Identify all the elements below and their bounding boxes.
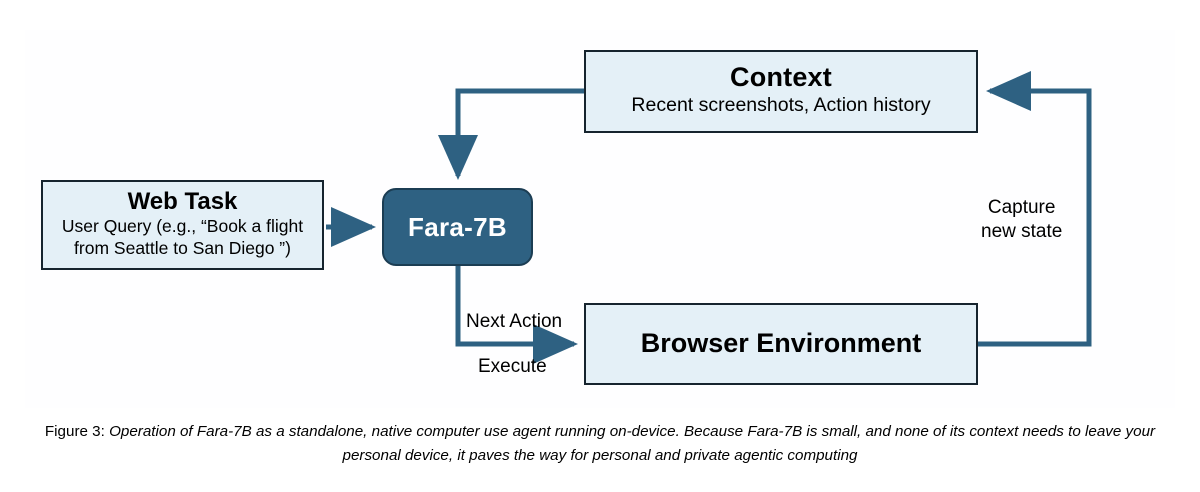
arrow-context-to-model (438, 88, 584, 181)
node-fara-7b[interactable]: Fara-7B (382, 188, 533, 266)
edge-label-capture-line1: Capture (987, 197, 1056, 218)
diagram-connectors (326, 71, 1092, 364)
node-context[interactable]: Context Recent screenshots, Action histo… (584, 50, 978, 133)
node-browser-environment[interactable]: Browser Environment (584, 303, 978, 385)
figure-caption-text: Operation of Fara-7B as a standalone, na… (109, 423, 1156, 464)
node-context-subtitle: Recent screenshots, Action history (631, 94, 931, 117)
edge-label-next-action: Next Action (466, 311, 563, 332)
edge-label-execute: Execute (478, 356, 547, 377)
node-fara-7b-title: Fara-7B (408, 211, 507, 242)
node-web-task[interactable]: Web Task User Query (e.g., “Book a fligh… (41, 180, 324, 270)
node-context-title: Context (730, 61, 832, 92)
node-browser-environment-title: Browser Environment (640, 328, 922, 359)
node-web-task-subtitle: User Query (e.g., “Book a flight from Se… (61, 216, 304, 258)
arrow-model-to-browser (455, 266, 579, 364)
figure-caption: Figure 3: Operation of Fara-7B as a stan… (30, 420, 1170, 467)
node-web-task-title: Web Task (127, 187, 238, 215)
edge-label-capture-line2: new state (981, 220, 1063, 242)
edge-label-capture-new-state: Capture new state (981, 196, 1062, 244)
arrow-browser-to-context (978, 71, 1092, 347)
figure-caption-label: Figure 3: (44, 423, 110, 440)
